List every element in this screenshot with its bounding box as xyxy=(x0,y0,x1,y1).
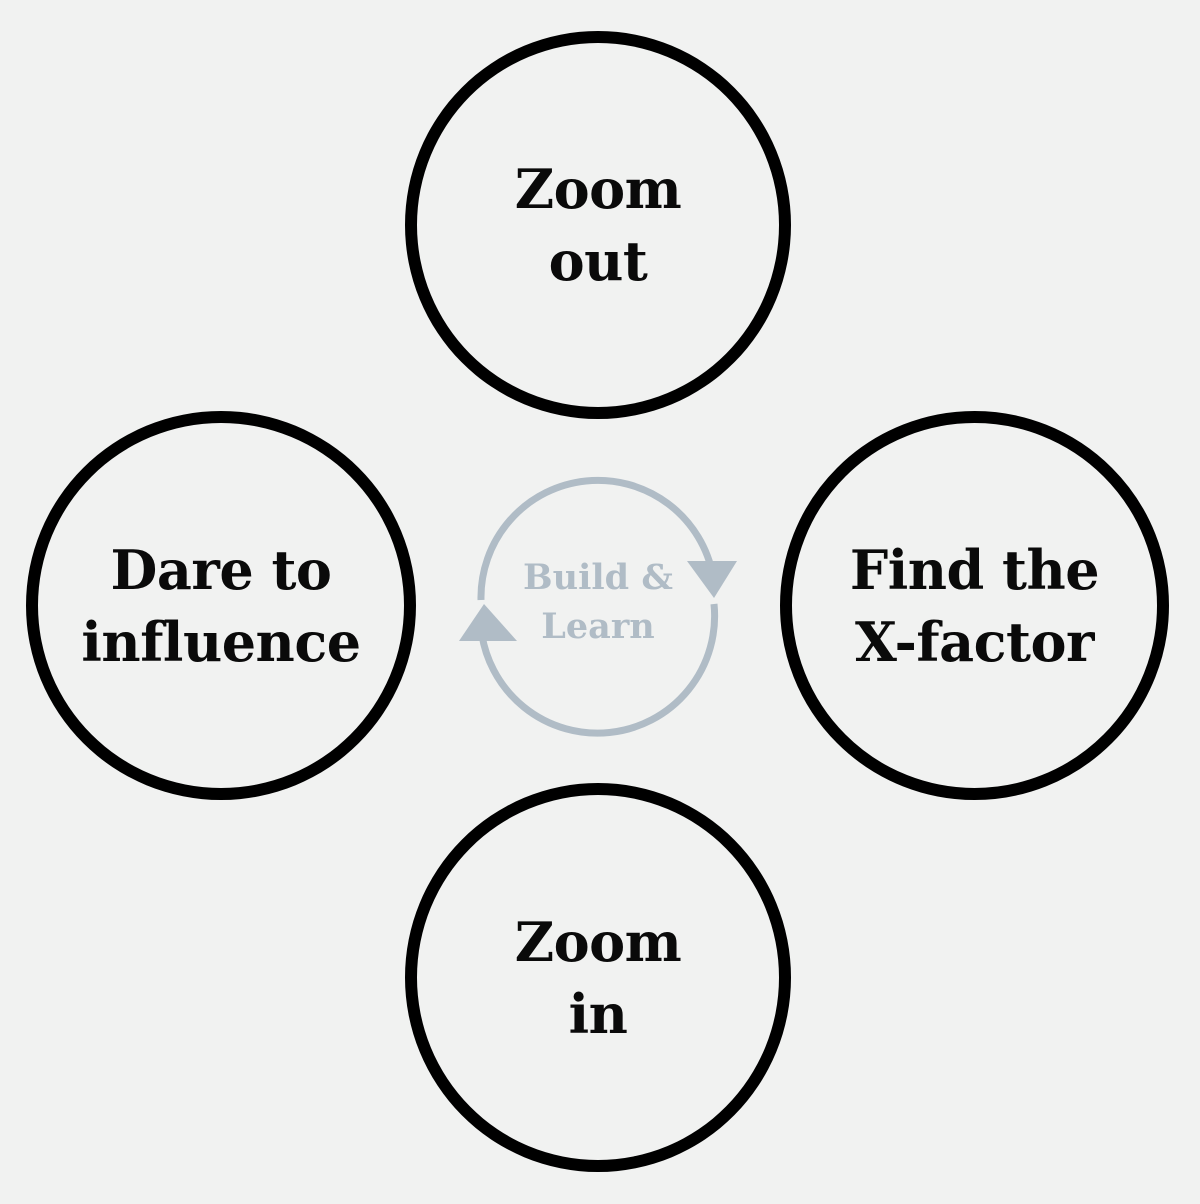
node-label-line: in xyxy=(568,981,628,1046)
node-label-line: X-factor xyxy=(855,609,1094,674)
center-label-line-1: Build & xyxy=(523,557,673,598)
cycle-arrows-icon xyxy=(459,476,737,737)
center-label-line-2: Learn xyxy=(541,606,655,647)
node-label-line: Dare to xyxy=(110,537,332,602)
node-label-line: out xyxy=(548,229,648,293)
node-find-the-x-factor: Find the X-factor xyxy=(780,411,1169,800)
node-zoom-in: Zoom in xyxy=(405,783,791,1172)
node-label-line: influence xyxy=(81,609,361,674)
node-label-line: Find the xyxy=(849,537,1100,602)
node-dare-to-influence: Dare to influence xyxy=(26,411,416,800)
node-zoom-out: Zoom out xyxy=(405,31,791,419)
cycle-arrowhead-left xyxy=(459,604,517,641)
cycle-arc-bottom xyxy=(477,603,719,737)
cycle-arc-top xyxy=(477,476,717,601)
cycle-arrowhead-right xyxy=(687,561,737,598)
node-label-line: Zoom xyxy=(514,909,682,974)
node-label-line: Zoom xyxy=(514,157,682,221)
